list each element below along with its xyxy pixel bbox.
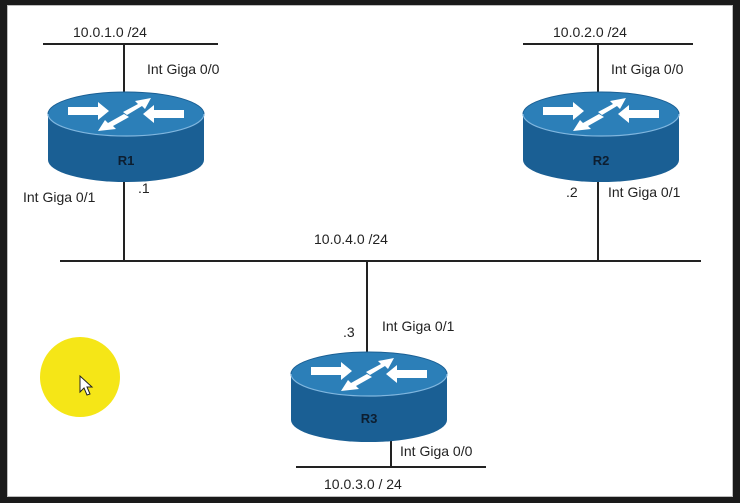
diagram-frame: R1 R2 R3 10.0.1.0 /24 Int Giga 0/0 Int G… [7,5,733,497]
r1-transit-interface-label: Int Giga 0/1 [23,189,96,205]
r2-host-octet-label: .2 [566,184,578,200]
r1-lan-network-label: 10.0.1.0 /24 [73,24,147,40]
r3-lan-interface-label: Int Giga 0/0 [400,443,473,459]
router-r1: R1 [47,91,205,183]
r2-lan-interface-label: Int Giga 0/0 [611,61,684,77]
r2-lan-network-label: 10.0.2.0 /24 [553,24,627,40]
router-r3: R3 [290,351,448,443]
r2-transit-interface-label: Int Giga 0/1 [608,184,681,200]
mouse-cursor-icon [79,374,94,396]
r3-host-octet-label: .3 [343,324,355,340]
router-r2: R2 [522,91,680,183]
router-icon [290,351,448,443]
router-icon [522,91,680,183]
router-icon [47,91,205,183]
r1-lan-interface-label: Int Giga 0/0 [147,61,220,77]
transit-network-label: 10.0.4.0 /24 [314,231,388,247]
r3-transit-interface-label: Int Giga 0/1 [382,318,455,334]
r3-lan-network-label: 10.0.3.0 / 24 [324,476,402,492]
network-topology: R1 R2 R3 10.0.1.0 /24 Int Giga 0/0 Int G… [23,24,701,492]
router-name: R1 [118,153,135,168]
router-name: R2 [593,153,610,168]
r1-host-octet-label: .1 [138,180,150,196]
router-name: R3 [361,411,378,426]
